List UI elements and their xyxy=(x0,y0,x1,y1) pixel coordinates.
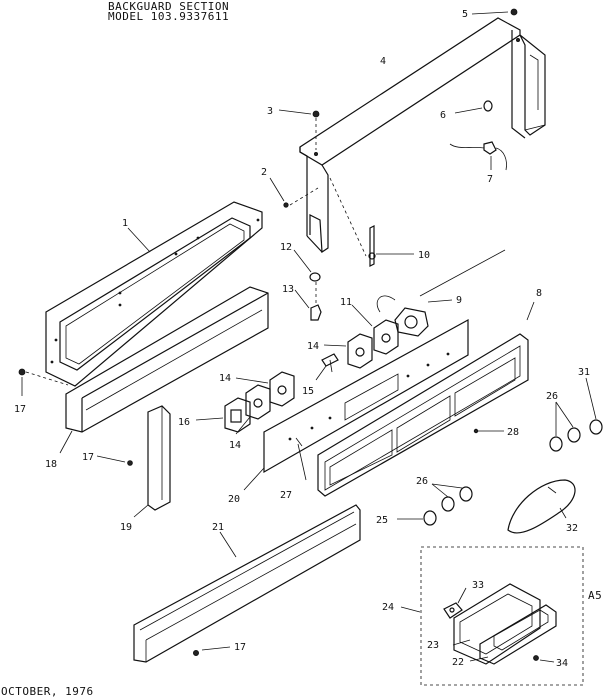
screw-part-17-mid xyxy=(96,455,133,466)
callout-19: 19 xyxy=(120,522,132,533)
callout-27: 27 xyxy=(280,490,292,501)
screw-part-5 xyxy=(471,8,518,16)
page-code: A5 xyxy=(588,589,603,602)
switch-part-16 xyxy=(195,397,251,433)
control-panel-part-20 xyxy=(243,318,469,491)
diagram-title: BACKGUARD SECTION xyxy=(108,0,230,13)
window-frame-part-1 xyxy=(45,201,263,387)
callout-labels: 5 4 3 6 7 2 1 12 10 13 11 9 8 14 17 14 1… xyxy=(14,9,590,669)
knobs-part-26-upper xyxy=(549,401,581,452)
callout-32: 32 xyxy=(566,523,578,534)
callout-6: 6 xyxy=(440,110,446,121)
callout-10: 10 xyxy=(418,250,430,261)
callout-17-bottom: 17 xyxy=(234,642,246,653)
screw-part-17-bottom xyxy=(192,646,231,657)
callout-12: 12 xyxy=(280,242,292,253)
switch-part-11 xyxy=(351,304,399,355)
switch-part-14-upper xyxy=(323,333,373,369)
callout-1: 1 xyxy=(122,218,128,229)
callout-7: 7 xyxy=(487,174,493,185)
callout-4: 4 xyxy=(380,56,386,67)
callout-23: 23 xyxy=(427,640,439,651)
screw-part-3 xyxy=(278,109,320,150)
callout-17-mid: 17 xyxy=(82,452,94,463)
gasket-part-32 xyxy=(507,479,576,534)
print-date: OCTOBER, 1976 xyxy=(1,685,94,698)
callout-16: 16 xyxy=(178,417,190,428)
callout-24: 24 xyxy=(382,602,394,613)
callout-3: 3 xyxy=(267,106,273,117)
switch-part-14-middle xyxy=(235,371,295,407)
callout-22: 22 xyxy=(452,657,464,668)
trim-strip-part-21 xyxy=(133,504,361,663)
callout-26-upper: 26 xyxy=(546,391,558,402)
knobs-part-26-lower xyxy=(431,483,473,512)
callout-31: 31 xyxy=(578,367,590,378)
callout-20: 20 xyxy=(228,494,240,505)
socket-part-13 xyxy=(294,282,322,321)
callout-2: 2 xyxy=(261,167,267,178)
callout-26-lower: 26 xyxy=(416,476,428,487)
callout-14-upper: 14 xyxy=(307,341,319,352)
callout-25: 25 xyxy=(376,515,388,526)
knob-part-31 xyxy=(585,377,603,435)
callout-11: 11 xyxy=(340,297,352,308)
callout-13: 13 xyxy=(282,284,294,295)
callout-15: 15 xyxy=(302,386,314,397)
screw-part-2 xyxy=(269,177,319,208)
callout-33: 33 xyxy=(472,580,484,591)
callout-5: 5 xyxy=(462,9,468,20)
callout-9: 9 xyxy=(456,295,462,306)
bracket-part-10 xyxy=(329,177,414,267)
grommet-part-12 xyxy=(293,249,321,282)
clip-part-28 xyxy=(473,428,504,434)
callout-21: 21 xyxy=(212,522,224,533)
callout-28: 28 xyxy=(507,427,519,438)
callout-17-left: 17 xyxy=(14,404,26,415)
callout-14-lower: 14 xyxy=(229,440,241,451)
callout-34: 34 xyxy=(556,658,568,669)
callout-14-middle: 14 xyxy=(219,373,231,384)
nut-part-6 xyxy=(454,100,493,114)
side-bracket-part-19 xyxy=(133,405,171,518)
channel-part-18 xyxy=(59,286,269,454)
panel-trim-part-8 xyxy=(317,301,535,497)
lamp-socket-part-15 xyxy=(315,353,339,381)
wire-clip-part-7 xyxy=(449,141,507,171)
callout-18: 18 xyxy=(45,459,57,470)
screw-part-17-left xyxy=(18,368,69,396)
backguard-frame-part-4 xyxy=(299,17,546,254)
knob-part-25 xyxy=(397,510,437,526)
clock-motor-part-9 xyxy=(376,249,506,337)
clock-assembly-inset xyxy=(400,546,584,686)
model-number: MODEL 103.9337611 xyxy=(108,10,230,23)
callout-8: 8 xyxy=(536,288,542,299)
